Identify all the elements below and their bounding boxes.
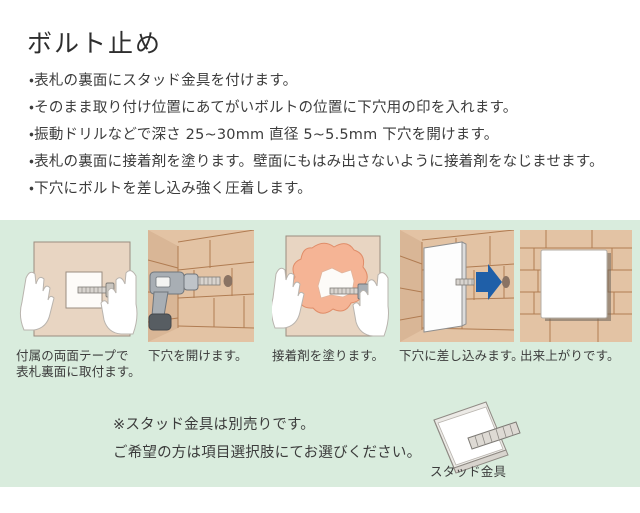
step-attach-tape bbox=[18, 230, 144, 342]
step-finished bbox=[520, 230, 632, 342]
adhesive-on-plate-icon bbox=[272, 230, 394, 342]
finished-nameplate-icon bbox=[520, 230, 632, 342]
plate-arrow-wall-icon bbox=[400, 230, 514, 342]
step-caption-insert-bolt: 下穴に差し込みます。 bbox=[399, 348, 524, 363]
step-insert-bolt bbox=[400, 230, 514, 342]
step-caption-row: 付属の両面テープで 表札裏面に取付ます。 下穴を開けます。 接着剤を塗ります。 … bbox=[0, 348, 640, 388]
page-title: ボルト止め bbox=[27, 29, 163, 58]
instruction-line: ・表札の裏面にスタッド金具を付けます。 bbox=[29, 73, 298, 89]
instruction-list: ・表札の裏面にスタッド金具を付けます。 ・そのまま取り付け位置にあてがいボルトの… bbox=[29, 68, 629, 203]
instruction-line: ・振動ドリルなどで深さ 25~30mm 直径 5~5.5mm 下穴を開けます。 bbox=[29, 127, 499, 143]
illustration-panel: 付属の両面テープで 表札裏面に取付ます。 下穴を開けます。 接着剤を塗ります。 … bbox=[0, 220, 640, 487]
step-attach-tape-illustration bbox=[18, 230, 144, 342]
step-caption-drill-hole: 下穴を開けます。 bbox=[148, 348, 248, 363]
hands-plate-bolt-icon bbox=[18, 230, 144, 342]
step-apply-adhesive-illustration bbox=[272, 230, 394, 342]
step-caption-line: 付属の両面テープで bbox=[16, 348, 129, 363]
note-line-selection: ご希望の方は項目選択肢にてお選びください。 bbox=[113, 445, 422, 461]
step-drill-hole bbox=[148, 230, 254, 342]
step-finished-illustration bbox=[520, 230, 632, 342]
instruction-line: ・そのまま取り付け位置にあてがいボルトの位置に下穴用の印を入れます。 bbox=[29, 100, 518, 116]
step-drill-hole-illustration bbox=[148, 230, 254, 342]
instruction-line: ・下穴にボルトを差し込み強く圧着します。 bbox=[29, 181, 312, 197]
instruction-line: ・表札の裏面に接着剤を塗ります。壁面にもはみ出さないように接着剤をなじませます。 bbox=[29, 154, 604, 170]
note-line-availability: ※スタッド金具は別売りです。 bbox=[113, 417, 315, 433]
stud-bracket-icon bbox=[433, 401, 521, 474]
step-caption-apply-adhesive: 接着剤を塗ります。 bbox=[272, 348, 385, 363]
drill-brick-wall-icon bbox=[148, 230, 254, 342]
step-caption-finished: 出来上がりです。 bbox=[520, 348, 620, 363]
step-caption-line: 表札裏面に取付ます。 bbox=[16, 364, 141, 379]
step-apply-adhesive bbox=[272, 230, 394, 342]
note-block: ※スタッド金具は別売りです。 ご希望の方は項目選択肢にてお選びください。 bbox=[113, 411, 443, 467]
step-illustration-row bbox=[0, 230, 640, 375]
stud-bracket-figure bbox=[424, 398, 554, 486]
stud-bracket-label: スタッド金具 bbox=[430, 464, 507, 479]
step-insert-bolt-illustration bbox=[400, 230, 514, 342]
step-caption-attach-tape: 付属の両面テープで 表札裏面に取付ます。 bbox=[16, 348, 141, 380]
